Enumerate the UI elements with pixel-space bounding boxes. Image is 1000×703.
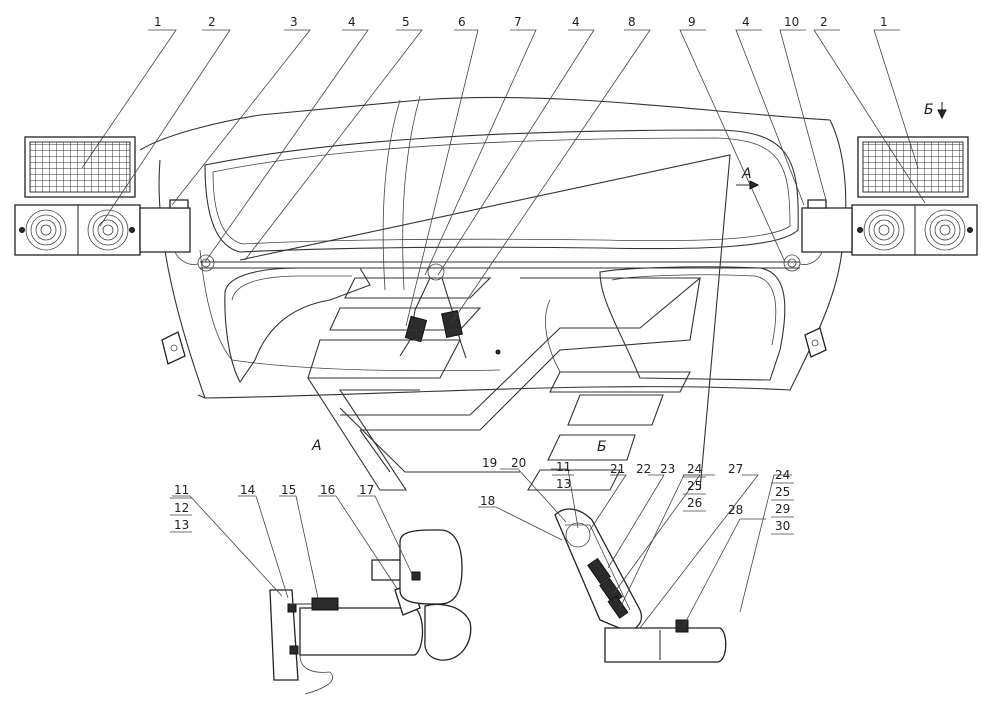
callout-19: 19 bbox=[482, 456, 497, 470]
callout-right-stack-c-3: 29 bbox=[775, 502, 790, 516]
callout-22: 22 bbox=[636, 462, 651, 476]
right-detail-assembly bbox=[554, 508, 727, 663]
arrow-b-label: Б bbox=[924, 102, 934, 118]
callout-top-2: 2 bbox=[208, 15, 216, 29]
callout-top-8: 8 bbox=[628, 15, 636, 29]
callout-right-stack-a-2: 13 bbox=[556, 477, 571, 491]
left-lamp-lens-b bbox=[87, 209, 129, 251]
callout-23: 23 bbox=[660, 462, 675, 476]
right-lamp-lens-b bbox=[924, 209, 966, 251]
callout-left-stack-2: 12 bbox=[174, 501, 189, 515]
callout-top-4b: 4 bbox=[572, 15, 580, 29]
view-markers: А Б А Б bbox=[311, 102, 947, 455]
callout-right-stack-a-1: 11 bbox=[556, 460, 571, 474]
callout-top-4: 4 bbox=[348, 15, 356, 29]
callout-left-stack-3: 13 bbox=[174, 518, 189, 532]
callout-top-9: 9 bbox=[688, 15, 696, 29]
view-a-label: А bbox=[311, 438, 322, 454]
callout-17: 17 bbox=[359, 483, 374, 497]
view-b-label: Б bbox=[597, 439, 607, 455]
callout-top-4c: 4 bbox=[742, 15, 750, 29]
callout-16: 16 bbox=[320, 483, 335, 497]
arrow-a-icon bbox=[736, 180, 760, 190]
callout-right-stack-c-2: 25 bbox=[775, 485, 790, 499]
top-leaders bbox=[81, 29, 926, 327]
right-lamp-lens-a bbox=[863, 209, 905, 251]
callout-21: 21 bbox=[610, 462, 625, 476]
right-tail-lamp bbox=[783, 199, 978, 272]
callout-right-stack-b-2: 25 bbox=[687, 479, 702, 493]
callout-right-stack-b-1: 24 bbox=[687, 462, 702, 476]
callout-top-1: 1 bbox=[154, 15, 162, 29]
callout-top-10: 10 bbox=[784, 15, 799, 29]
callout-right-stack-c-4: 30 bbox=[775, 519, 790, 533]
view-leader-bands bbox=[239, 154, 731, 491]
arrow-a-label: А bbox=[741, 166, 752, 182]
callout-right-stack-c-1: 24 bbox=[775, 468, 790, 482]
callout-15: 15 bbox=[281, 483, 296, 497]
callout-top-6: 6 bbox=[458, 15, 466, 29]
callout-28: 28 bbox=[728, 503, 743, 517]
callout-27: 27 bbox=[728, 462, 743, 476]
callout-top-3: 3 bbox=[290, 15, 298, 29]
left-work-light bbox=[24, 136, 136, 198]
callout-top-5: 5 bbox=[402, 15, 410, 29]
callout-top-1b: 1 bbox=[880, 15, 888, 29]
callout-left-stack-1: 11 bbox=[174, 483, 189, 497]
top-callouts: 1 2 3 4 5 6 7 4 8 9 4 10 2 1 bbox=[154, 15, 888, 29]
bottom-callouts: 11 12 13 14 15 16 17 19 20 18 21 22 23 2… bbox=[170, 456, 794, 535]
arrow-b-icon bbox=[937, 102, 947, 120]
central-connectors bbox=[399, 263, 501, 359]
callout-right-stack-b-3: 26 bbox=[687, 496, 702, 510]
left-lamp-lens-a bbox=[25, 209, 67, 251]
left-tail-lamp bbox=[14, 199, 215, 272]
cab-roof bbox=[139, 95, 847, 399]
callout-top-7: 7 bbox=[514, 15, 522, 29]
callout-18: 18 bbox=[480, 494, 495, 508]
callout-top-2b: 2 bbox=[820, 15, 828, 29]
left-detail-assembly bbox=[269, 529, 472, 695]
callout-14: 14 bbox=[240, 483, 255, 497]
right-work-light bbox=[857, 136, 969, 198]
bottom-leaders bbox=[170, 468, 792, 629]
callout-20: 20 bbox=[511, 456, 526, 470]
